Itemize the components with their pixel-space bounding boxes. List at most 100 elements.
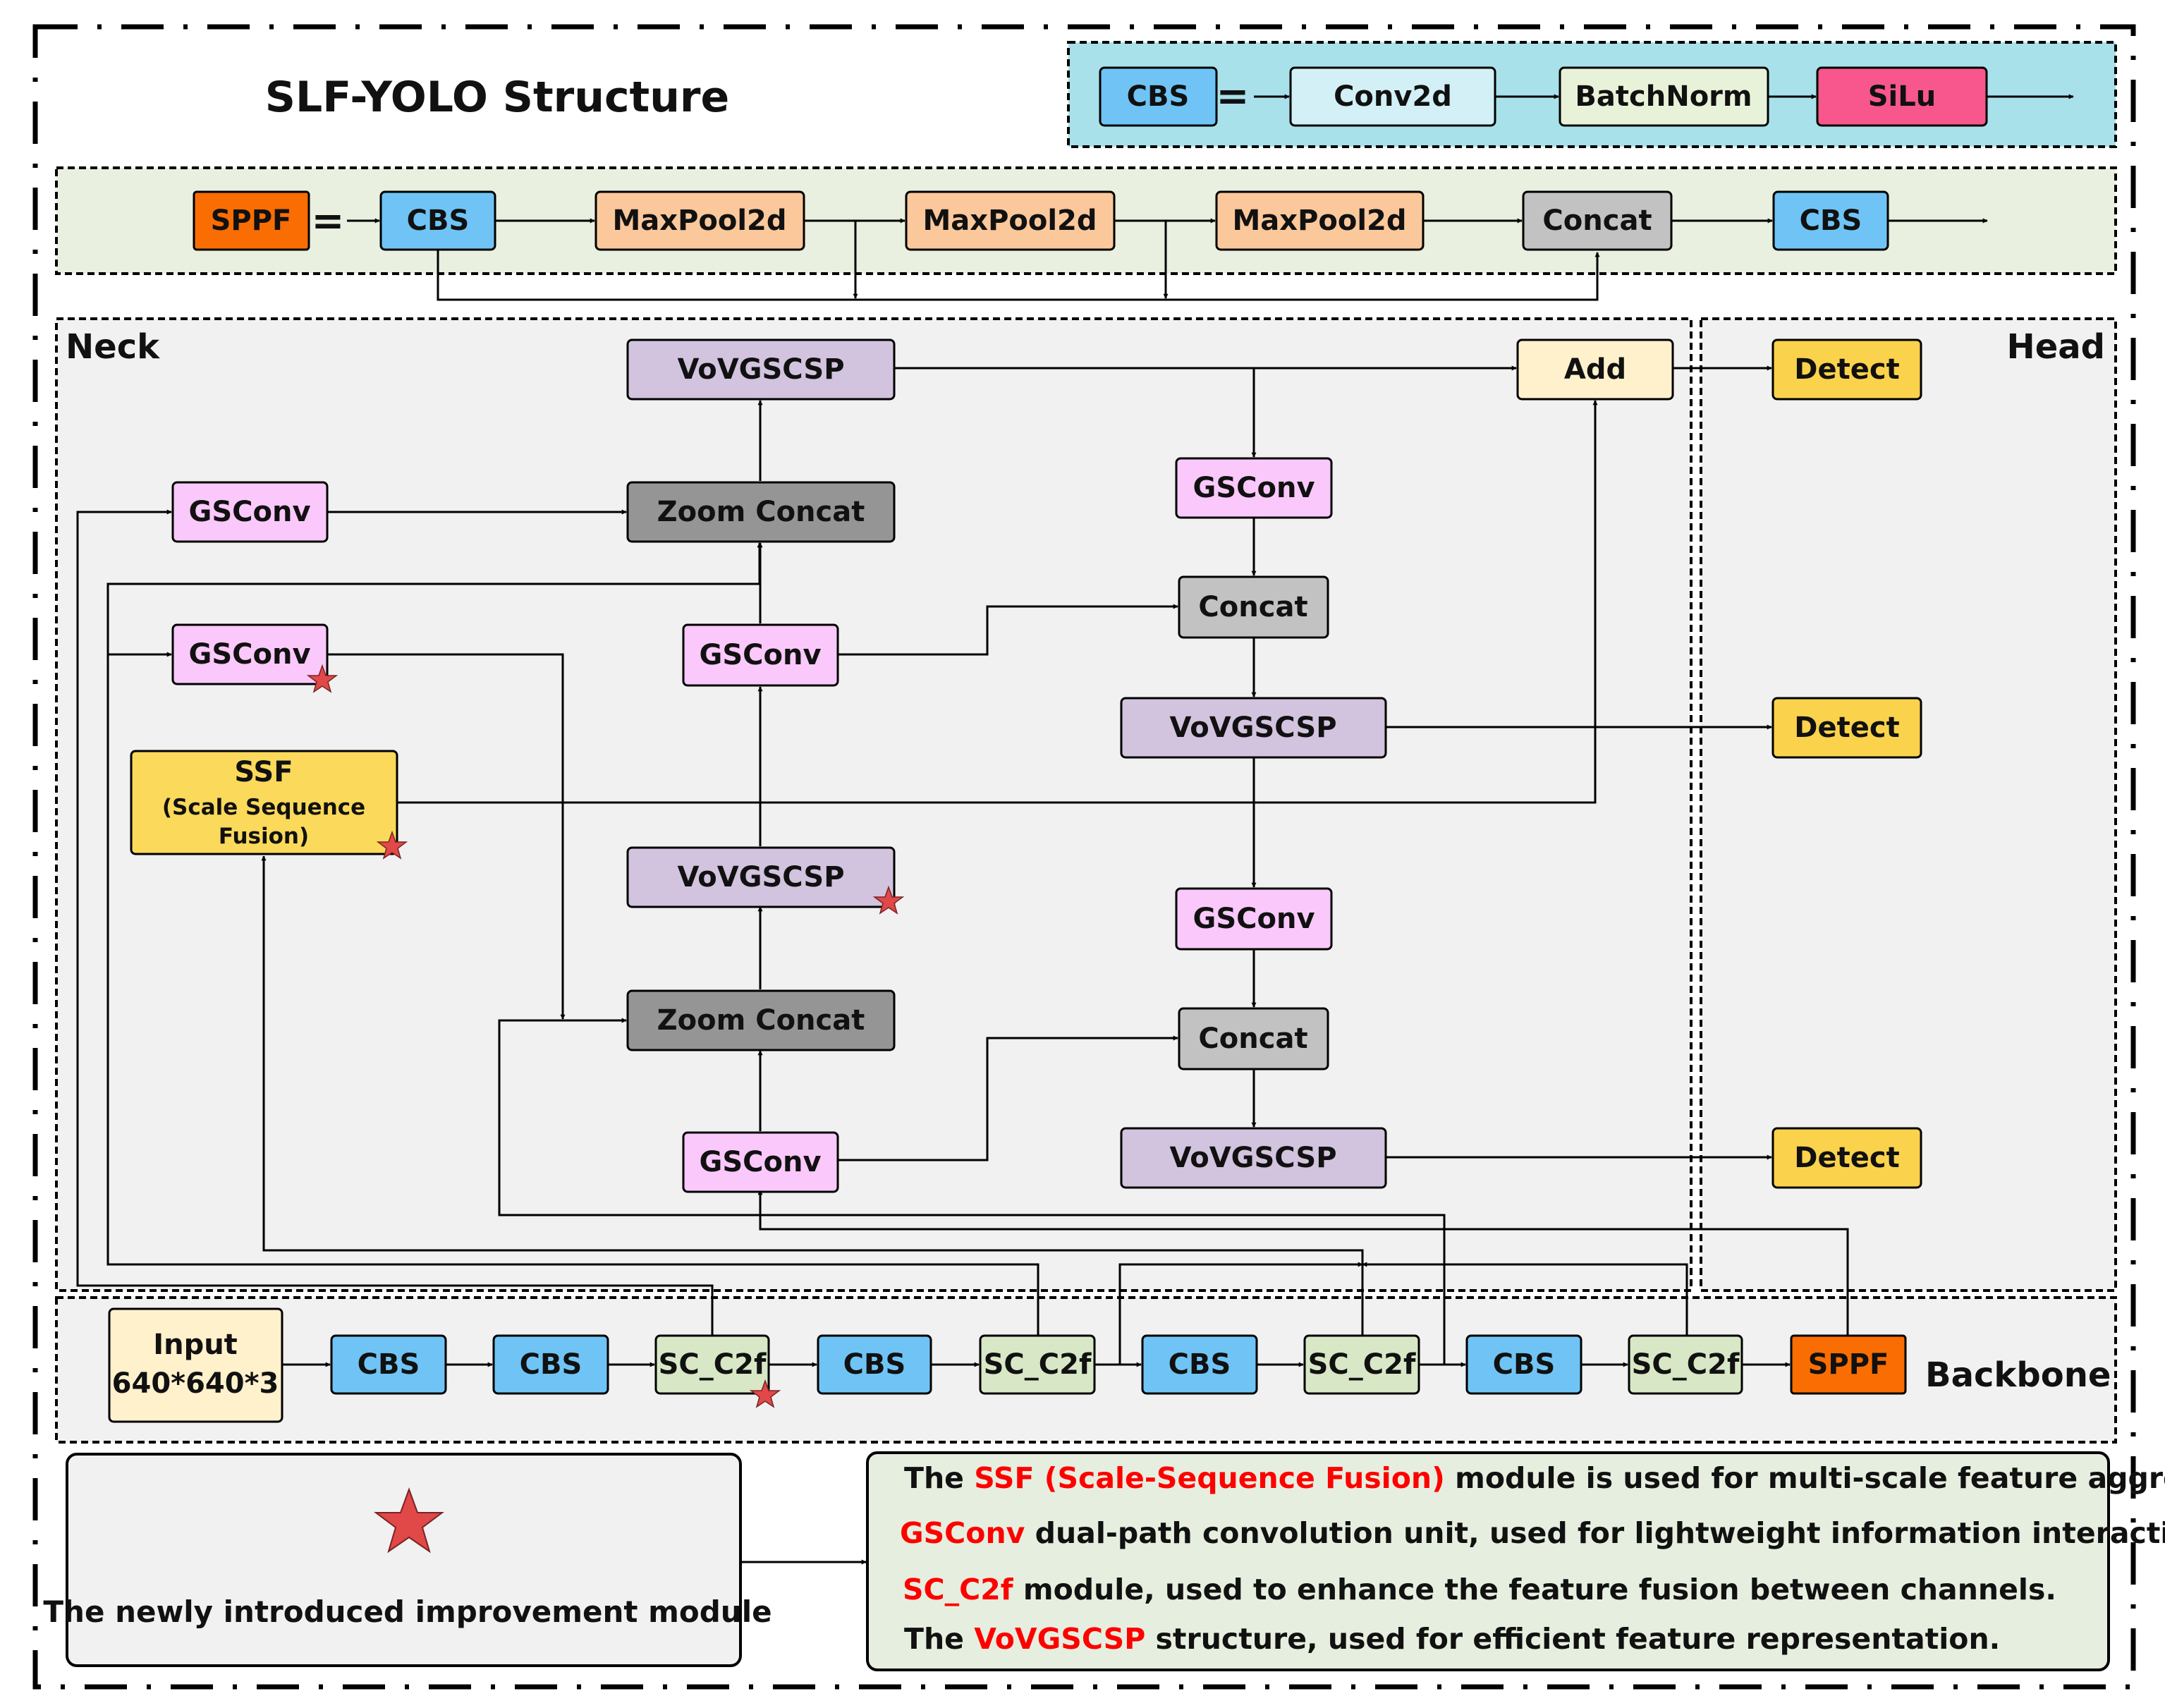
neck-label: Neck [66, 327, 160, 367]
head-label: Head [2007, 327, 2105, 367]
gsconv-top-label: GSConv [188, 496, 310, 528]
gsconv-right1-node: GSConv [1175, 457, 1333, 519]
sppf-def-sppf-label: SPPF [211, 205, 292, 237]
ssf-node: SSF (Scale Sequence Fusion) [130, 750, 398, 855]
sppf-def-cbs-in: CBS [379, 190, 496, 251]
backbone-sc-c2f-1-label: SC_C2f [659, 1348, 767, 1381]
detect-node-1: Detect [1771, 338, 1922, 401]
batchnorm-label: BatchNorm [1575, 80, 1752, 113]
gsconv-mid-label: GSConv [699, 639, 821, 671]
zoom-concat-bottom-node: Zoom Concat [626, 989, 896, 1051]
input-node: Input 640*640*3 [108, 1307, 283, 1423]
backbone-sppf: SPPF [1790, 1334, 1907, 1395]
gsconv-right2-label: GSConv [1193, 903, 1315, 935]
backbone-sc-c2f-1: SC_C2f [654, 1334, 770, 1395]
legend-line-ssf-pre: The [904, 1461, 974, 1495]
concat-right1-node: Concat [1178, 575, 1329, 639]
legend-line-gsconv-key: GSConv [900, 1516, 1025, 1550]
backbone-cbs-1: CBS [330, 1334, 447, 1395]
vovgscsp-star-label: VoVGSCSP [677, 861, 844, 893]
conv2d-node: Conv2d [1289, 66, 1496, 127]
sppf-def-sppf: SPPF [193, 190, 310, 251]
maxpool-node-1: MaxPool2d [594, 190, 805, 251]
star-icon [374, 1487, 444, 1554]
legend-description-box: The SSF (Scale-Sequence Fusion) module i… [866, 1451, 2165, 1671]
gsconv-right2-node: GSConv [1175, 887, 1333, 951]
backbone-cbs-3-label: CBS [843, 1348, 906, 1381]
maxpool-1-label: MaxPool2d [612, 205, 786, 237]
legend-line-vovgscsp-pre: The [904, 1622, 974, 1656]
ssf-subtitle-line1: (Scale Sequence [162, 795, 365, 820]
legend-line-ssf-key: SSF (Scale-Sequence Fusion) [974, 1461, 1445, 1495]
concat-right1-label: Concat [1198, 591, 1307, 623]
legend-line-vovgscsp: The VoVGSCSP structure, used for efficie… [904, 1622, 2000, 1656]
maxpool-node-2: MaxPool2d [905, 190, 1116, 251]
input-line2: 640*640*3 [112, 1367, 279, 1400]
backbone-sc-c2f-2: SC_C2f [979, 1334, 1096, 1395]
backbone-sc-c2f-2-label: SC_C2f [984, 1348, 1092, 1381]
backbone-cbs-4-label: CBS [1169, 1348, 1231, 1381]
backbone-cbs-5: CBS [1465, 1334, 1582, 1395]
vovgscsp-right1-label: VoVGSCSP [1169, 712, 1336, 744]
legend-line-ssf: The SSF (Scale-Sequence Fusion) module i… [904, 1461, 2165, 1495]
maxpool-node-3: MaxPool2d [1215, 190, 1425, 251]
silu-node: SiLu [1816, 66, 1988, 127]
backbone-sc-c2f-3-label: SC_C2f [1308, 1348, 1416, 1381]
legend-line-vovgscsp-key: VoVGSCSP [974, 1622, 1145, 1656]
ssf-subtitle-line2: Fusion) [219, 824, 309, 849]
legend-line-vovgscsp-post: structure, used for efficient feature re… [1145, 1622, 2000, 1656]
zoom-concat-top-label: Zoom Concat [657, 496, 865, 528]
sppf-def-cbs-in-label: CBS [407, 205, 470, 237]
gsconv-mid-node: GSConv [682, 623, 839, 687]
gsconv-star-label: GSConv [188, 638, 310, 671]
gsconv-bottom-node: GSConv [682, 1131, 839, 1193]
star-icon [749, 1379, 781, 1408]
gsconv-right1-label: GSConv [1193, 472, 1315, 504]
add-label: Add [1564, 353, 1626, 386]
backbone-sc-c2f-3: SC_C2f [1303, 1334, 1420, 1395]
backbone-cbs-1-label: CBS [358, 1348, 420, 1381]
backbone-cbs-3: CBS [817, 1334, 932, 1395]
zoom-concat-top-node: Zoom Concat [626, 481, 896, 543]
sppf-def-cbs-out: CBS [1772, 190, 1889, 251]
detect-3-label: Detect [1794, 1142, 1899, 1174]
sppf-def-equals: = [312, 198, 345, 244]
backbone-sppf-label: SPPF [1808, 1348, 1889, 1381]
backbone-cbs-2-label: CBS [520, 1348, 583, 1381]
ssf-title: SSF [234, 756, 293, 788]
backbone-cbs-4: CBS [1141, 1334, 1258, 1395]
vovgscsp-right2-label: VoVGSCSP [1169, 1142, 1336, 1174]
conv2d-label: Conv2d [1334, 80, 1452, 113]
maxpool-2-label: MaxPool2d [922, 205, 1097, 237]
sppf-def-concat: Concat [1522, 190, 1673, 251]
legend-line-gsconv-post: dual-path convolution unit, used for lig… [1025, 1516, 2165, 1550]
silu-label: SiLu [1868, 80, 1936, 113]
diagram-title: SLF-YOLO Structure [265, 73, 729, 122]
star-icon [306, 664, 339, 693]
legend-line-sc-c2f-post: module, used to enhance the feature fusi… [1013, 1573, 2056, 1606]
input-line1: Input [153, 1329, 238, 1361]
cbs-def-cbs: CBS [1099, 66, 1218, 127]
detect-node-2: Detect [1771, 697, 1922, 759]
backbone-cbs-5-label: CBS [1493, 1348, 1556, 1381]
gsconv-top-node: GSConv [171, 481, 329, 543]
legend-line-sc-c2f-key: SC_C2f [903, 1573, 1014, 1606]
outer-frame [32, 24, 2136, 1690]
maxpool-3-label: MaxPool2d [1232, 205, 1406, 237]
sppf-def-concat-label: Concat [1542, 205, 1652, 237]
vovgscsp-right2-node: VoVGSCSP [1120, 1127, 1387, 1189]
legend-line-gsconv: GSConv dual-path convolution unit, used … [900, 1516, 2165, 1550]
detect-node-3: Detect [1771, 1127, 1922, 1189]
concat-right2-label: Concat [1198, 1023, 1307, 1055]
vovgscsp-top-label: VoVGSCSP [677, 353, 844, 386]
add-node: Add [1516, 338, 1674, 401]
zoom-concat-bottom-label: Zoom Concat [657, 1004, 865, 1037]
backbone-sc-c2f-4: SC_C2f [1628, 1334, 1743, 1395]
cbs-def-equals: = [1216, 73, 1250, 119]
concat-right2-node: Concat [1178, 1007, 1329, 1070]
backbone-label: Backbone [1925, 1355, 2111, 1395]
sppf-def-cbs-out-label: CBS [1800, 205, 1862, 237]
legend-line-ssf-post: module is used for multi-scale feature a… [1445, 1461, 2165, 1495]
star-icon [376, 830, 408, 860]
